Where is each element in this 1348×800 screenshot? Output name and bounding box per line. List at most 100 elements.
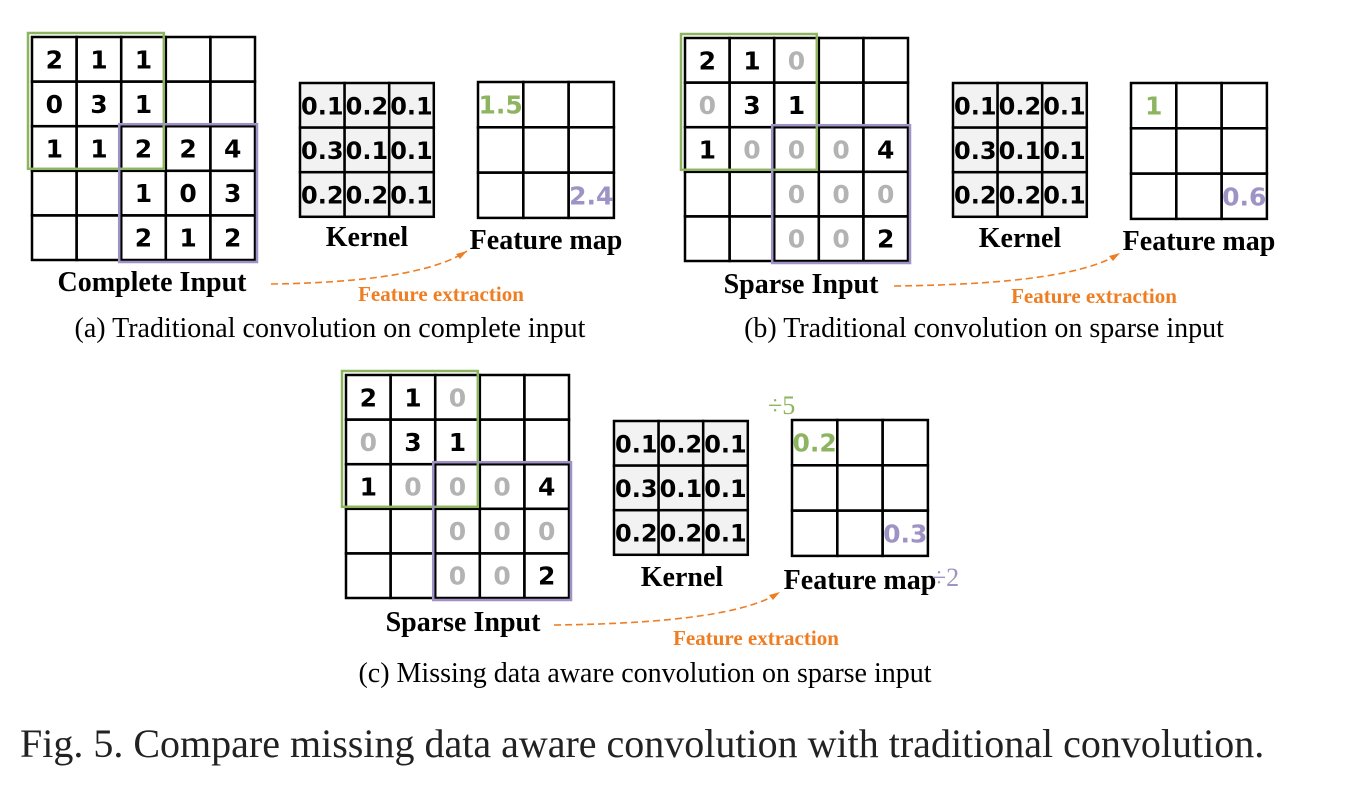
feature-extraction-arrow xyxy=(553,591,781,626)
input-cell-value: 1 xyxy=(788,91,805,120)
feature-extraction-label: Feature extraction xyxy=(673,626,839,650)
kernel-label: Kernel xyxy=(641,562,724,593)
feature-map-cell xyxy=(1129,172,1178,221)
feature-map-cell xyxy=(476,126,525,174)
feature-map-cell xyxy=(1220,172,1269,221)
feature-map-cell xyxy=(1129,127,1178,175)
feature-map-cell xyxy=(522,171,570,220)
input-cell-value: 0 xyxy=(449,562,466,591)
feature-map-cell xyxy=(881,418,930,467)
kernel-cell-value: 0.1 xyxy=(1043,137,1086,165)
figure-caption: Fig. 5. Compare missing data aware convo… xyxy=(20,721,1264,766)
input-cell xyxy=(30,169,78,217)
kernel-cell xyxy=(343,81,391,129)
feature-map-cell xyxy=(836,509,884,558)
kernel-cell-value: 0.2 xyxy=(660,520,703,548)
input-cell xyxy=(209,80,257,128)
feature-map-cell xyxy=(567,80,616,129)
input-cell-value: 2 xyxy=(224,224,241,253)
kernel-cell-value: 0.2 xyxy=(954,182,997,210)
input-cell xyxy=(164,80,212,128)
input-cell-value: 1 xyxy=(699,136,716,165)
kernel-cell xyxy=(701,508,750,557)
input-cell xyxy=(478,418,526,466)
input-cell-value: 4 xyxy=(877,136,894,165)
input-cell xyxy=(389,552,437,600)
kernel-cell xyxy=(951,81,999,129)
kernel-cell-value: 0.3 xyxy=(954,137,997,165)
arrow-head xyxy=(456,251,467,259)
feature-map-cell xyxy=(522,80,570,129)
input-cell xyxy=(164,35,212,83)
kernel-cell xyxy=(996,170,1044,219)
feature-value-first: 1 xyxy=(1145,92,1162,121)
input-cell xyxy=(478,373,526,421)
purple-window xyxy=(117,122,259,264)
input-cell-value: 0 xyxy=(832,225,849,254)
feature-value-first: 1.5 xyxy=(479,91,523,120)
input-cell-value: 0 xyxy=(449,517,466,546)
input-cell-value: 2 xyxy=(135,224,152,253)
input-cell xyxy=(817,81,865,129)
feature-map-cell xyxy=(836,418,884,467)
input-cell-value: 0 xyxy=(493,473,510,502)
input-cell-value: 1 xyxy=(135,90,152,119)
feature-map-cell xyxy=(1175,127,1223,175)
kernel-cell xyxy=(343,170,391,219)
kernel-cell xyxy=(612,464,660,512)
input-cell-value: 0 xyxy=(877,180,894,209)
input-cell-value: 0 xyxy=(360,428,377,457)
feature-map-cell xyxy=(1175,172,1223,221)
input-cell xyxy=(209,214,257,262)
kernel-cell xyxy=(1040,81,1089,129)
kernel-cell-value: 0.2 xyxy=(346,92,389,120)
input-cell-value: 0 xyxy=(46,90,63,119)
input-cell-value: 3 xyxy=(404,428,421,457)
kernel-cell-value: 0.1 xyxy=(1043,92,1086,120)
input-cell-value: 0 xyxy=(832,136,849,165)
input-cell xyxy=(75,214,123,262)
feature-value-last: 0.6 xyxy=(1222,182,1266,211)
input-cell-value: 0 xyxy=(832,180,849,209)
kernel-cell-value: 0.1 xyxy=(704,430,747,458)
feature-map-grid: 0.20.3 xyxy=(790,418,930,558)
feature-value-last: 2.4 xyxy=(569,181,613,210)
kernel-cell xyxy=(657,508,705,557)
kernel-cell-value: 0.1 xyxy=(954,92,997,120)
feature-extraction-label: Feature extraction xyxy=(1011,284,1177,308)
input-cell-value: 3 xyxy=(224,179,241,208)
kernel-cell-value: 0.3 xyxy=(615,475,658,503)
kernel-cell xyxy=(701,419,750,467)
kernel-cell xyxy=(1040,126,1089,174)
feature-extraction-arrow xyxy=(893,252,1121,287)
input-cell xyxy=(344,507,392,555)
input-cell-value: 0 xyxy=(743,136,760,165)
input-cell-value: 1 xyxy=(135,179,152,208)
divisor-first: ÷5 xyxy=(768,391,795,420)
kernel-cell-value: 0.3 xyxy=(301,137,344,165)
input-cell xyxy=(389,507,437,555)
input-cell xyxy=(683,215,731,263)
input-cell xyxy=(523,373,571,421)
feature-extraction-arrow xyxy=(270,250,468,285)
feature-map-cell xyxy=(881,464,930,512)
feature-map-label: Feature map xyxy=(1123,226,1276,257)
feature-map-cell xyxy=(836,464,884,512)
panel-caption: (b) Traditional convolution on sparse in… xyxy=(744,313,1224,344)
input-cell-value: 3 xyxy=(90,90,107,119)
input-cell xyxy=(344,552,392,600)
input-cell xyxy=(728,170,776,218)
input-cell-value: 0 xyxy=(449,383,466,412)
kernel-label: Kernel xyxy=(979,223,1062,254)
feature-map-cell xyxy=(522,126,570,174)
kernel-cell-value: 0.2 xyxy=(615,520,658,548)
kernel-cell xyxy=(387,126,436,174)
input-cell-value: 1 xyxy=(135,45,152,74)
arrow-head xyxy=(769,592,780,600)
input-cell-value: 0 xyxy=(699,91,716,120)
input-cell-value: 1 xyxy=(404,383,421,412)
